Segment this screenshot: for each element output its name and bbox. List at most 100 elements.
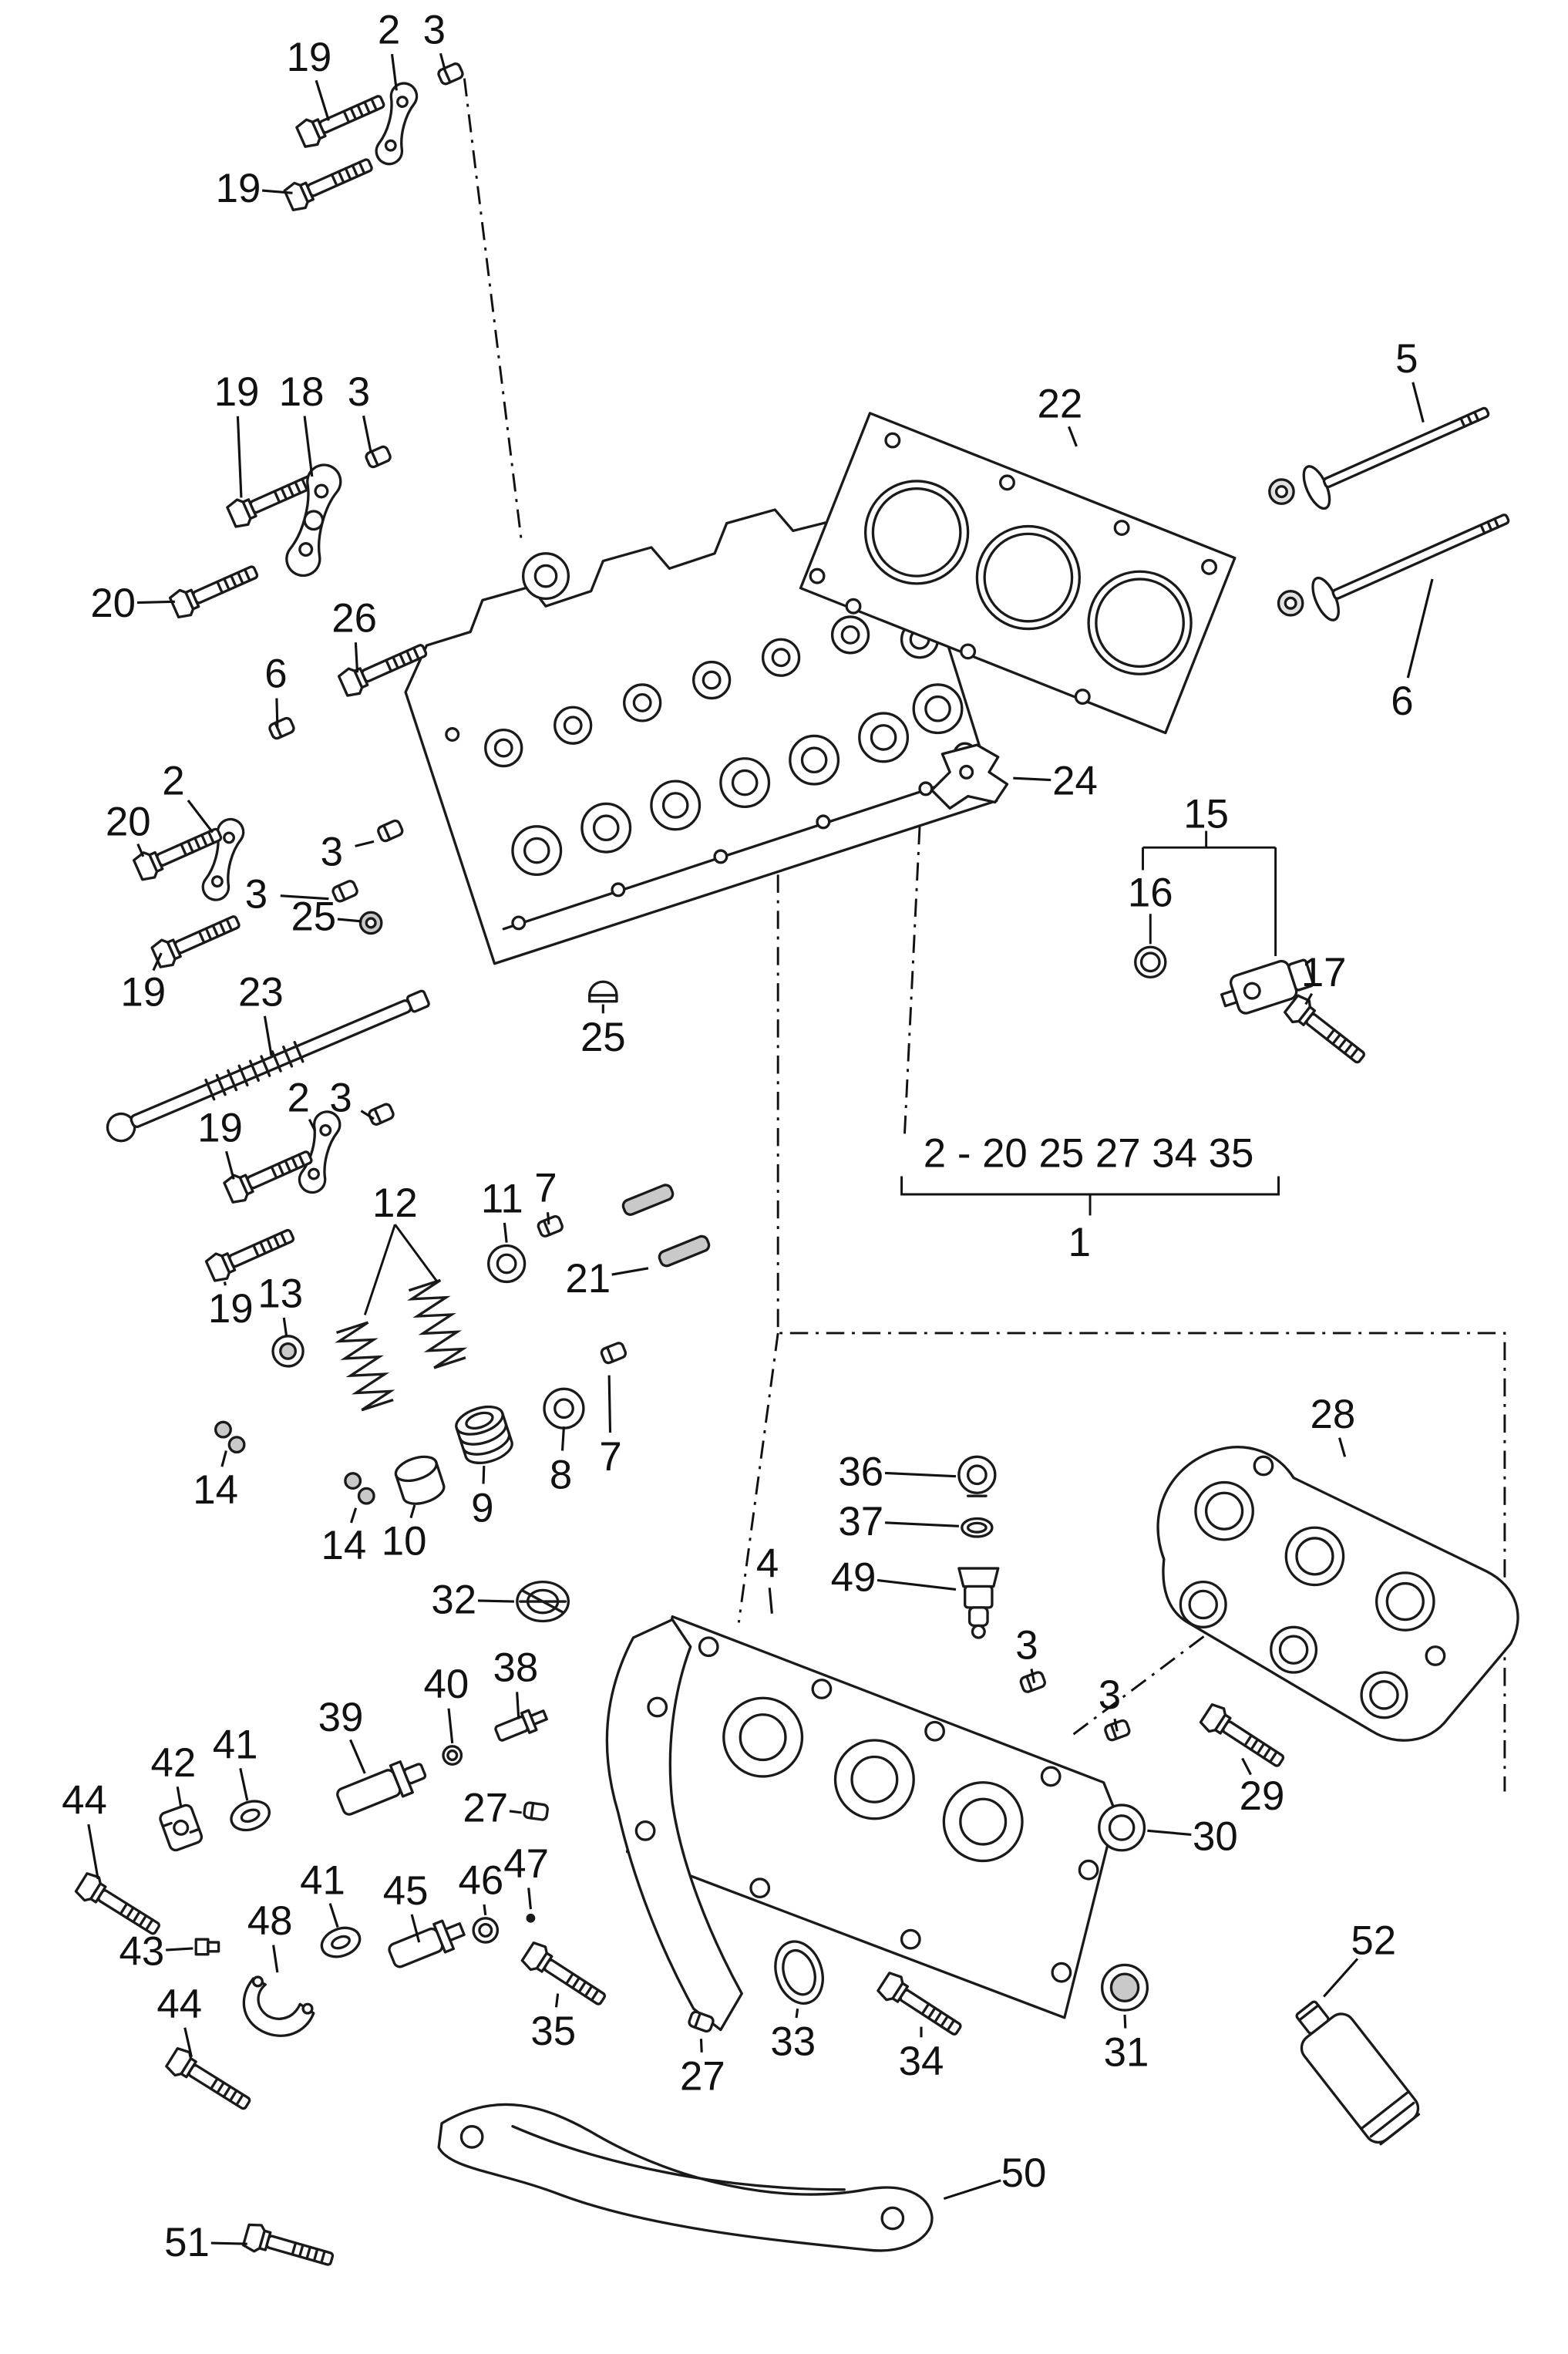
part-callout-27: 27 — [463, 1786, 508, 1831]
leader-line — [236, 416, 243, 498]
part-callout-31: 31 — [1104, 2029, 1149, 2075]
leader-line — [282, 1317, 288, 1337]
part-callout-48: 48 — [247, 1898, 293, 1944]
part-callout-14: 14 — [321, 1523, 367, 1568]
sealant-tube — [1295, 2000, 1421, 2146]
check-valve — [494, 1709, 548, 1742]
leader-line — [611, 1267, 649, 1276]
part-callout-18: 18 — [279, 369, 325, 415]
part-callout-51: 51 — [164, 2220, 210, 2265]
part-callout-2: 2 — [162, 759, 184, 804]
leader-line — [263, 1015, 273, 1056]
leader-line — [223, 1281, 227, 1286]
leader-line — [1323, 1958, 1359, 1998]
part-callout-34: 34 — [899, 2039, 944, 2084]
part-callout-50: 50 — [1001, 2150, 1047, 2196]
leader-line — [1412, 382, 1425, 423]
part-callout-13: 13 — [257, 1271, 303, 1317]
gasket-oval-lower — [320, 1926, 362, 1958]
mount-cluster-top — [281, 61, 466, 214]
part-callout-28: 28 — [1311, 1392, 1356, 1437]
leader-line — [349, 1739, 366, 1774]
part-callout-39: 39 — [318, 1695, 364, 1740]
leader-line — [337, 918, 362, 923]
leader-line — [350, 1507, 358, 1524]
leader-line — [176, 1786, 183, 1807]
leader-line — [699, 2039, 703, 2053]
part-callout-35: 35 — [530, 2009, 576, 2054]
part-callout-20: 20 — [90, 581, 136, 626]
assembly-reference-lines — [463, 78, 1506, 1792]
oil-feed-tube — [106, 989, 430, 1143]
leader-line — [1406, 578, 1434, 679]
part-callout-52: 52 — [1351, 1918, 1396, 1964]
leader-line — [328, 1903, 339, 1928]
leader-line — [482, 1465, 486, 1484]
solenoid-valve-lower — [388, 1919, 466, 1968]
leader-line — [261, 189, 293, 194]
part-callout-3: 3 — [1015, 1622, 1038, 1668]
leader-line — [768, 1588, 773, 1614]
part-callout-19: 19 — [216, 166, 261, 211]
part-callout-5: 5 — [1395, 336, 1418, 382]
part-callout-3: 3 — [245, 871, 268, 917]
part-callout-40: 40 — [424, 1662, 469, 1707]
leader-line — [1147, 1829, 1192, 1836]
leader-line — [390, 54, 398, 91]
part-callout-2: 2 — [288, 1075, 310, 1120]
leader-line — [410, 1914, 421, 1943]
part-callout-8: 8 — [550, 1452, 572, 1497]
leader-line — [239, 1768, 249, 1801]
leader-line — [884, 1521, 959, 1527]
leader-line — [1241, 1757, 1252, 1776]
part-callout-6: 6 — [264, 652, 287, 697]
part-callout-37: 37 — [838, 1499, 883, 1544]
leader-line — [795, 2008, 799, 2019]
leader-line — [303, 416, 314, 477]
leader-line — [607, 1375, 612, 1433]
part-callout-19: 19 — [120, 969, 166, 1015]
o-ring-gasket — [774, 1940, 824, 2005]
part-callout-33: 33 — [770, 2019, 816, 2065]
leader-line — [1123, 2014, 1127, 2029]
part-callout-10: 10 — [382, 1518, 427, 1564]
part-callout-41: 41 — [300, 1857, 345, 1903]
tensioner-parts — [72, 1709, 548, 2118]
leader-line — [272, 1945, 279, 1973]
leader-line — [362, 415, 372, 453]
valve-tappet-small — [394, 1455, 446, 1505]
part-callout-26: 26 — [331, 595, 377, 641]
part-callout-3: 3 — [321, 830, 343, 875]
part-callout-19: 19 — [287, 35, 332, 80]
part-callout-43: 43 — [119, 1928, 164, 1974]
leader-line — [409, 1504, 416, 1519]
part-callout-25: 25 — [580, 1015, 626, 1060]
bearing-saddle — [930, 743, 1009, 810]
assembly-ref: 1 — [1068, 1220, 1091, 1265]
valve-collets — [214, 1420, 375, 1505]
leader-line — [136, 600, 175, 604]
leader-line — [1113, 1718, 1119, 1732]
part-callout-29: 29 — [1240, 1773, 1285, 1819]
mount-cluster-upper-left — [167, 443, 432, 742]
leader-line — [884, 1471, 957, 1478]
valves — [1268, 406, 1510, 621]
assembly-note-group: 2 - 20 25 27 34 35 1 — [900, 1131, 1280, 1265]
part-callout-19: 19 — [197, 1105, 243, 1150]
support-bracket — [437, 2103, 934, 2252]
leader-line — [877, 1578, 957, 1591]
leader-line — [360, 1110, 375, 1120]
part-callout-44: 44 — [156, 1982, 202, 2027]
part-callout-23: 23 — [238, 969, 284, 1015]
solenoid-valve-upper — [336, 1760, 427, 1816]
head-gasket — [799, 412, 1237, 735]
assembly-note: 2 - 20 25 27 34 35 — [924, 1131, 1254, 1177]
leader-line — [315, 79, 330, 121]
leader-line — [210, 2241, 247, 2245]
mount-cluster-mid-left — [106, 815, 618, 1143]
part-callout-44: 44 — [62, 1778, 107, 1824]
part-callout-3: 3 — [348, 369, 370, 415]
